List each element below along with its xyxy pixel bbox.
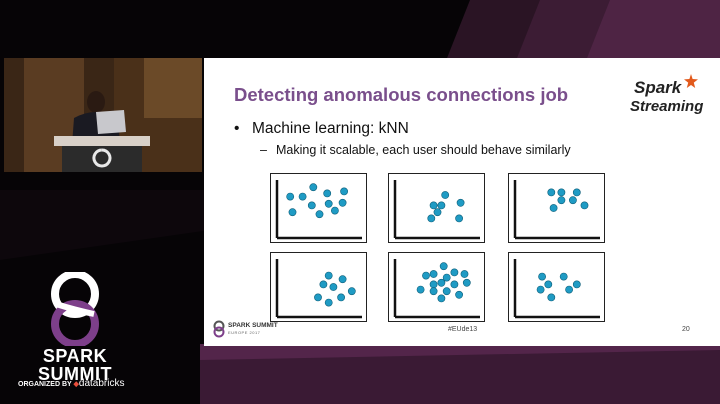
data-point	[329, 283, 338, 291]
data-point	[450, 280, 459, 289]
scatter-plot	[508, 173, 605, 243]
bullet-level1: •Machine learning: kNN	[234, 120, 409, 137]
spark-summit-small-icon	[213, 320, 225, 338]
footer-logo: SPARK SUMMIT EUROPE 2017	[212, 320, 292, 342]
scatter-plot	[388, 173, 485, 243]
spark-star-icon	[684, 74, 698, 88]
data-point	[462, 278, 471, 287]
data-point	[559, 272, 568, 281]
data-point	[437, 294, 446, 303]
data-point	[456, 198, 465, 207]
organized-by-label: ORGANIZED BY	[18, 381, 72, 388]
data-point	[315, 210, 324, 219]
data-point	[442, 287, 451, 296]
data-point	[314, 293, 322, 302]
data-point	[340, 187, 348, 196]
bullet-level1-text: Machine learning: kNN	[252, 120, 409, 137]
scatter-svg	[513, 180, 600, 240]
scatter-plot	[388, 252, 485, 322]
scatter-svg	[275, 259, 362, 319]
bullet-level2: –Making it scalable, each user should be…	[260, 143, 571, 157]
data-point	[323, 189, 332, 198]
streaming-logo-word: Streaming	[630, 98, 704, 115]
data-point	[429, 201, 438, 210]
databricks-icon: ◆	[73, 381, 79, 388]
data-point	[286, 192, 295, 201]
data-point	[331, 206, 339, 215]
data-point	[437, 201, 446, 210]
data-point	[547, 293, 556, 302]
data-point	[442, 273, 451, 282]
data-point	[557, 188, 566, 197]
scatter-svg	[393, 259, 480, 319]
data-point	[429, 287, 438, 296]
data-point	[455, 214, 463, 223]
data-point	[416, 285, 425, 294]
data-point	[324, 199, 333, 208]
data-point	[439, 262, 448, 271]
data-point	[429, 270, 438, 278]
data-point	[572, 188, 581, 197]
scatter-svg	[393, 180, 480, 240]
data-point	[338, 198, 347, 207]
logo-spark-text: SPARK	[42, 346, 108, 366]
presentation-slide: Detecting anomalous connections job Spar…	[204, 58, 720, 346]
data-point	[580, 201, 589, 210]
data-point	[549, 204, 558, 212]
slide-title: Detecting anomalous connections job	[234, 84, 569, 105]
slide-hashtag: #EUde13	[448, 326, 478, 333]
data-point	[441, 191, 450, 199]
data-point	[338, 275, 347, 284]
data-point	[536, 285, 545, 294]
data-point	[557, 196, 566, 205]
data-point	[347, 287, 356, 296]
data-point	[422, 271, 430, 280]
data-point	[427, 214, 436, 223]
spark-streaming-logo: Spark Streaming	[628, 72, 718, 122]
logo-summit-text: SUMMIT	[38, 364, 112, 384]
data-point	[538, 272, 546, 281]
data-point	[307, 201, 316, 210]
organized-by: ORGANIZED BY ◆databricks	[18, 378, 158, 389]
data-point	[547, 188, 556, 197]
scatter-plot	[508, 252, 605, 322]
data-point	[298, 192, 307, 201]
data-point	[433, 208, 442, 217]
data-point	[309, 183, 318, 192]
scatter-plot	[270, 173, 367, 243]
data-point	[429, 280, 438, 289]
data-point	[455, 290, 463, 299]
data-point	[572, 280, 581, 289]
footer-brand: SPARK SUMMIT	[228, 322, 278, 329]
data-point	[569, 196, 577, 205]
bullet-level2-text: Making it scalable, each user should beh…	[276, 143, 571, 157]
data-point	[437, 278, 446, 287]
data-point	[319, 280, 328, 289]
data-point	[565, 285, 573, 294]
organizer-name: databricks	[78, 378, 125, 389]
scatter-svg	[513, 259, 600, 319]
spark-summit-mark-icon	[51, 270, 99, 348]
data-point	[324, 298, 333, 307]
data-point	[460, 270, 469, 278]
speaker-video	[4, 58, 202, 172]
data-point	[337, 293, 345, 302]
data-point	[288, 208, 297, 217]
spark-logo-word: Spark	[634, 78, 682, 97]
data-point	[544, 280, 553, 289]
data-point	[324, 271, 333, 280]
data-point	[450, 268, 459, 277]
scatter-plot	[270, 252, 367, 322]
footer-subtitle: EUROPE 2017	[228, 330, 261, 335]
scatter-svg	[275, 180, 362, 240]
event-logo: SPARK SUMMIT ORGANIZED BY ◆databricks	[10, 270, 160, 392]
slide-page-number: 20	[682, 326, 690, 333]
